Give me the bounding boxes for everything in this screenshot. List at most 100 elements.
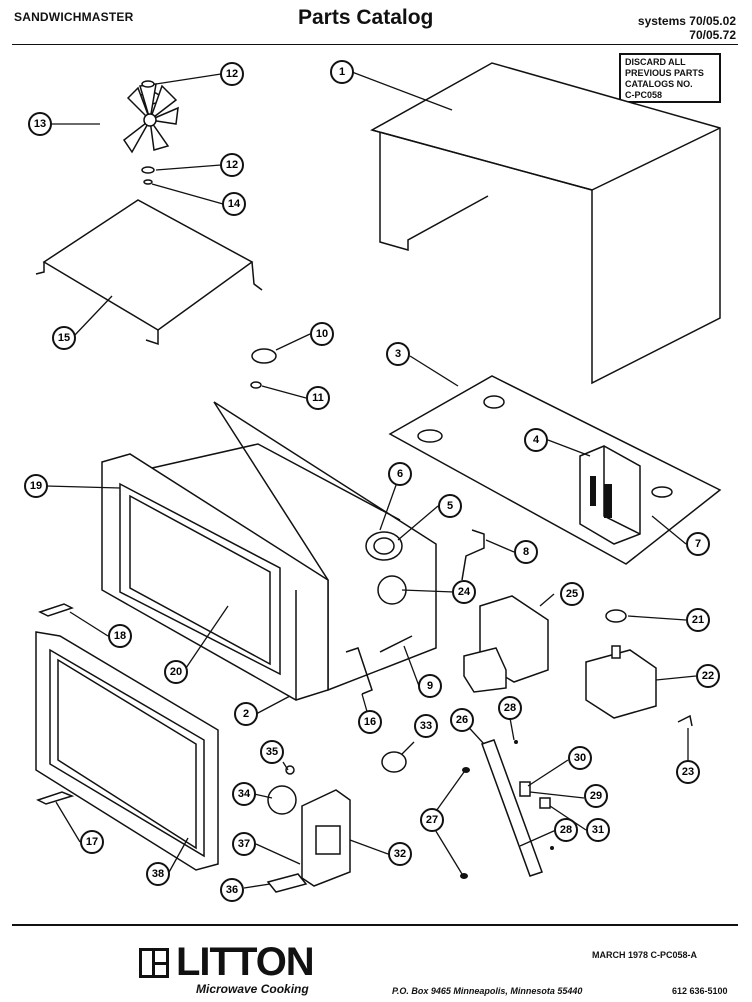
callout-label: 24 [458, 586, 471, 598]
callout-label: 18 [114, 630, 126, 642]
callout-label: 33 [420, 720, 432, 732]
callout-15[interactable]: 15 [52, 326, 76, 350]
part-switch-31 [539, 797, 551, 809]
callout-18[interactable]: 18 [108, 624, 132, 648]
callout-36[interactable]: 36 [220, 878, 244, 902]
callout-20[interactable]: 20 [164, 660, 188, 684]
callout-19[interactable]: 19 [24, 474, 48, 498]
part-gasket-21 [605, 609, 627, 623]
callout-label: 8 [523, 546, 529, 558]
part-magnetron-22 [585, 645, 657, 719]
callout-16[interactable]: 16 [358, 710, 382, 734]
callout-22[interactable]: 22 [696, 664, 720, 688]
part-bracket-16 [345, 647, 373, 695]
callout-34[interactable]: 34 [232, 782, 256, 806]
callout-1[interactable]: 1 [330, 60, 354, 84]
date-code: MARCH 1978 C-PC058-A [592, 950, 698, 960]
part-bumper-27a [462, 767, 470, 773]
callout-37[interactable]: 37 [232, 832, 256, 856]
callout-2[interactable]: 2 [234, 702, 258, 726]
callout-12b[interactable]: 12 [220, 153, 244, 177]
callout-label: 19 [30, 480, 42, 492]
part-thermostat-10 [251, 348, 277, 364]
part-hinge-18 [38, 603, 74, 617]
callout-label: 29 [590, 790, 602, 802]
litton-logo-mark [139, 948, 169, 978]
callout-29[interactable]: 29 [584, 784, 608, 808]
systems-line-2: 70/05.72 [689, 28, 736, 42]
callout-label: 2 [243, 708, 249, 720]
callout-label: 12 [226, 68, 238, 80]
part-spring-35 [285, 765, 295, 775]
notice-line-4: C-PC058 [625, 90, 663, 100]
callout-27[interactable]: 27 [420, 808, 444, 832]
part-fan-motor-5 [365, 531, 403, 561]
callout-label: 28 [504, 702, 516, 714]
notice-line-1: DISCARD ALL [625, 57, 686, 67]
callout-label: 20 [170, 666, 182, 678]
part-washer-12a [141, 80, 155, 88]
part-control-panel-32 [301, 789, 351, 887]
callout-30[interactable]: 30 [568, 746, 592, 770]
part-fan-cover [35, 199, 263, 346]
callout-17[interactable]: 17 [80, 830, 104, 854]
callout-3[interactable]: 3 [386, 342, 410, 366]
callout-label: 3 [395, 348, 401, 360]
callout-label: 32 [394, 848, 406, 860]
callout-label: 26 [456, 714, 468, 726]
callout-9[interactable]: 9 [418, 674, 442, 698]
part-latch-36 [266, 873, 308, 893]
callout-label: 4 [533, 434, 540, 446]
part-switch-29 [519, 781, 531, 797]
part-cabinet-shell [370, 62, 721, 385]
part-timer-33 [381, 751, 407, 773]
callout-14[interactable]: 14 [222, 192, 246, 216]
part-fan-24 [377, 575, 407, 605]
callout-33[interactable]: 33 [414, 714, 438, 738]
callout-31[interactable]: 31 [586, 818, 610, 842]
callout-label: 13 [34, 118, 46, 130]
callout-label: 35 [266, 746, 278, 758]
callout-23[interactable]: 23 [676, 760, 700, 784]
part-screw-28a [514, 740, 518, 744]
callout-label: 37 [238, 838, 250, 850]
callout-label: 21 [692, 614, 704, 626]
callout-38[interactable]: 38 [146, 862, 170, 886]
callout-label: 9 [427, 680, 433, 692]
part-nut-14 [143, 179, 153, 185]
callout-13[interactable]: 13 [28, 112, 52, 136]
part-oven-chassis [101, 401, 437, 701]
callout-21[interactable]: 21 [686, 608, 710, 632]
part-cord-8 [461, 529, 485, 581]
part-blower-25 [463, 595, 549, 693]
callout-26[interactable]: 26 [450, 708, 474, 732]
callout-label: 38 [152, 868, 164, 880]
brand-logo: LITTON [176, 940, 315, 984]
part-door-switch-26 [481, 739, 543, 877]
brand-tagline: Microwave Cooking [196, 982, 309, 996]
callout-5[interactable]: 5 [438, 494, 462, 518]
callout-label: 6 [397, 468, 403, 480]
callout-24[interactable]: 24 [452, 580, 476, 604]
callout-label: 22 [702, 670, 714, 682]
callout-6[interactable]: 6 [388, 462, 412, 486]
callout-28a[interactable]: 28 [498, 696, 522, 720]
callout-8[interactable]: 8 [514, 540, 538, 564]
callout-4[interactable]: 4 [524, 428, 548, 452]
callout-35[interactable]: 35 [260, 740, 284, 764]
callout-10[interactable]: 10 [310, 322, 334, 346]
callout-label: 34 [238, 788, 251, 800]
callout-32[interactable]: 32 [388, 842, 412, 866]
callout-25[interactable]: 25 [560, 582, 584, 606]
callout-7[interactable]: 7 [686, 532, 710, 556]
systems-label: systems 70/05.02 70/05.72 [638, 14, 736, 42]
callout-12a[interactable]: 12 [220, 62, 244, 86]
callout-label: 30 [574, 752, 586, 764]
part-hinge-17 [36, 791, 75, 805]
callout-28b[interactable]: 28 [554, 818, 578, 842]
callout-label: 10 [316, 328, 328, 340]
notice-line-3: CATALOGS NO. [625, 79, 693, 89]
discard-notice: DISCARD ALL PREVIOUS PARTS CATALOGS NO. … [619, 53, 721, 103]
callout-11[interactable]: 11 [306, 386, 330, 410]
part-fan-blade [122, 83, 179, 154]
